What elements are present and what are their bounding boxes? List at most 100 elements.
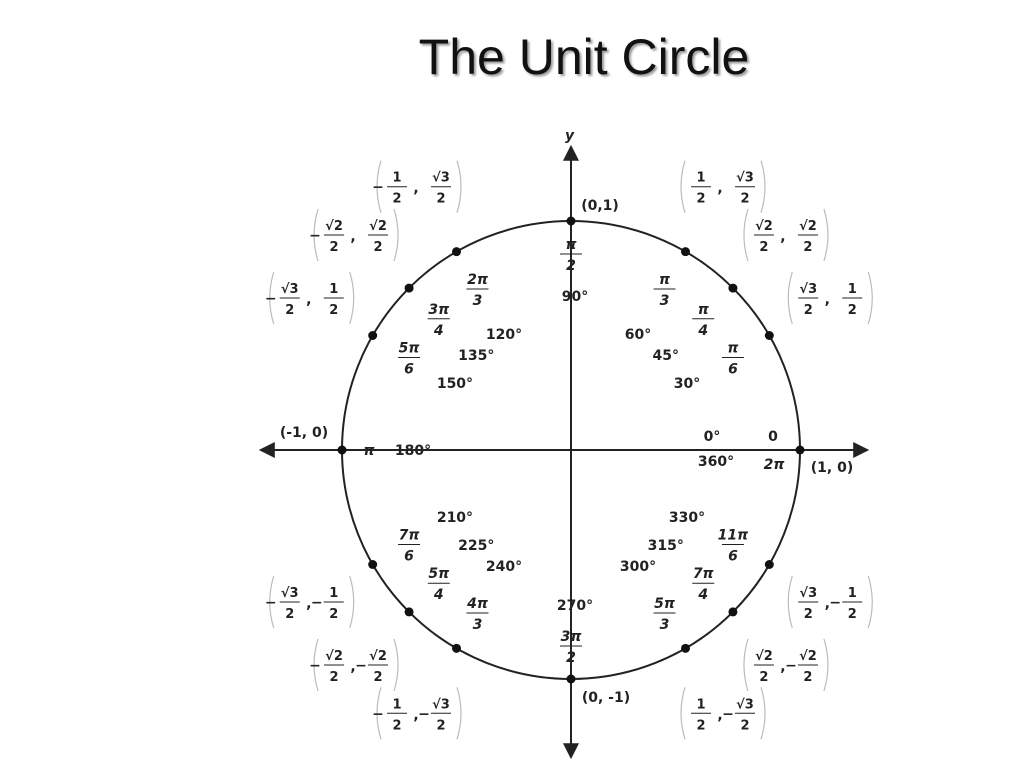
point-150-coordinate-x-minus: − <box>265 291 277 307</box>
point-270-degree: 270° <box>557 598 593 614</box>
point-45-coordinate-y-numerator: √2 <box>799 219 817 234</box>
point-225-coordinate-y-minus: − <box>355 658 367 674</box>
point-240-radian-denominator: 3 <box>473 617 483 633</box>
point-315-coordinate-y-denominator: 2 <box>803 670 812 685</box>
point-45-radian-numerator: π <box>698 302 710 318</box>
point-30-coordinate-left-paren <box>787 271 793 325</box>
point-120-radian-numerator: 2π <box>467 272 489 288</box>
point-135-coordinate-right-paren <box>393 208 399 262</box>
point-210-radian-denominator: 6 <box>404 549 414 565</box>
point-90-radian-denominator: 2 <box>566 258 576 274</box>
point-30-dot <box>764 331 774 340</box>
point-120-coordinate-y-denominator: 2 <box>436 192 445 207</box>
point-210-coordinate-left-paren <box>269 575 275 629</box>
point-30-coordinate-x-numerator: √3 <box>799 282 817 297</box>
point-210-coordinate-x-numerator: √3 <box>281 586 299 601</box>
point-300-coordinate-x-denominator: 2 <box>696 718 705 733</box>
point-45-coordinate-left-paren <box>743 208 749 262</box>
point-30-coordinate-y-denominator: 2 <box>848 303 857 318</box>
point-60-coordinate-y-numerator: √3 <box>736 171 754 186</box>
point-240-coordinate-y-numerator: √3 <box>432 697 450 712</box>
point-240-degree: 240° <box>486 559 522 575</box>
point-150-coordinate-left-paren <box>269 271 275 325</box>
point-330-coordinate-comma: , <box>825 596 830 612</box>
y-axis-label: y <box>565 128 575 144</box>
point-225-coordinate-right-paren <box>393 638 399 692</box>
point-300-coordinate-y-numerator: √3 <box>736 697 754 712</box>
point-315-dot <box>728 607 738 617</box>
point-45-coordinate-y-denominator: 2 <box>803 240 812 255</box>
point-240-coordinate-y-minus: − <box>418 706 430 722</box>
point-315-coordinate-comma: , <box>780 659 785 675</box>
point-135-coordinate-y-numerator: √2 <box>369 219 387 234</box>
point-210-coordinate-y-numerator: 1 <box>329 586 338 601</box>
point-210-dot <box>368 560 378 569</box>
point-330-radian-numerator: 11π <box>718 528 749 544</box>
point-45-coordinate-comma: , <box>780 229 785 245</box>
point-180-coordinate: (-1, 0) <box>280 425 328 441</box>
point-315-coordinate-x-numerator: √2 <box>755 649 773 664</box>
point-315-coordinate-y-numerator: √2 <box>799 649 817 664</box>
point-330-radian-denominator: 6 <box>728 549 738 565</box>
point-225-radian-denominator: 4 <box>433 587 444 603</box>
point-150-radian-denominator: 6 <box>404 362 414 378</box>
point-225-radian-numerator: 5π <box>428 566 450 582</box>
point-30-radian-numerator: π <box>727 341 739 357</box>
point-90-dot <box>566 216 576 226</box>
point-240-coordinate-right-paren <box>456 687 462 740</box>
point-300-radian-denominator: 3 <box>660 617 670 633</box>
point-135-radian-numerator: 3π <box>428 302 450 318</box>
point-330-coordinate-x-numerator: √3 <box>799 586 817 601</box>
point-0-degree: 0° <box>704 429 721 445</box>
point-330-dot <box>764 560 774 569</box>
point-0-radian-2pi: 2π <box>764 457 786 473</box>
point-60-coordinate-x-numerator: 1 <box>696 171 705 186</box>
point-60-radian-denominator: 3 <box>660 293 670 309</box>
point-30-degree: 30° <box>674 376 700 392</box>
point-180-radian: π <box>363 443 375 459</box>
point-300-coordinate-comma: , <box>717 707 722 723</box>
point-120-radian-denominator: 3 <box>473 293 483 309</box>
point-60-coordinate-y-denominator: 2 <box>740 192 749 207</box>
point-45-coordinate-right-paren <box>823 208 829 262</box>
point-45-coordinate-x-denominator: 2 <box>759 240 768 255</box>
point-210-degree: 210° <box>437 510 473 526</box>
point-135-coordinate-x-denominator: 2 <box>330 240 339 255</box>
point-210-coordinate-x-minus: − <box>265 595 277 611</box>
point-315-coordinate-right-paren <box>823 638 829 692</box>
point-60-degree: 60° <box>625 327 651 343</box>
point-225-coordinate-x-numerator: √2 <box>325 649 343 664</box>
point-315-radian-denominator: 4 <box>697 587 708 603</box>
point-135-dot <box>404 283 414 293</box>
point-180-dot <box>337 445 347 455</box>
point-330-coordinate-right-paren <box>867 575 873 629</box>
point-60-coordinate-left-paren <box>680 160 686 213</box>
point-330-coordinate-y-numerator: 1 <box>848 586 857 601</box>
point-120-coordinate-left-paren <box>376 160 382 213</box>
point-315-degree: 315° <box>648 538 684 554</box>
point-120-coordinate-right-paren <box>456 160 462 213</box>
point-45-radian-denominator: 4 <box>697 323 708 339</box>
point-240-dot <box>452 643 461 653</box>
point-135-degree: 135° <box>458 348 494 364</box>
point-150-coordinate-x-numerator: √3 <box>281 282 299 297</box>
point-330-degree: 330° <box>669 510 705 526</box>
point-0-degree-360: 360° <box>698 454 734 470</box>
point-300-coordinate-y-denominator: 2 <box>740 718 749 733</box>
point-45-degree: 45° <box>653 348 679 364</box>
point-0-dot <box>795 445 805 455</box>
point-0-radian: 0 <box>768 429 778 445</box>
point-30-radian-denominator: 6 <box>728 362 738 378</box>
point-150-radian-numerator: 5π <box>399 341 421 357</box>
point-270-radian-numerator: 3π <box>561 629 583 645</box>
point-60-coordinate-right-paren <box>760 160 766 213</box>
point-240-coordinate-x-minus: − <box>372 706 384 722</box>
point-120-dot <box>452 247 461 257</box>
point-210-coordinate-y-denominator: 2 <box>329 607 338 622</box>
point-0-coordinate: (1, 0) <box>811 460 853 476</box>
point-330-coordinate-y-minus: − <box>829 595 841 611</box>
point-210-coordinate-comma: , <box>306 596 311 612</box>
point-300-coordinate-left-paren <box>680 687 686 740</box>
point-240-coordinate-left-paren <box>376 687 382 740</box>
